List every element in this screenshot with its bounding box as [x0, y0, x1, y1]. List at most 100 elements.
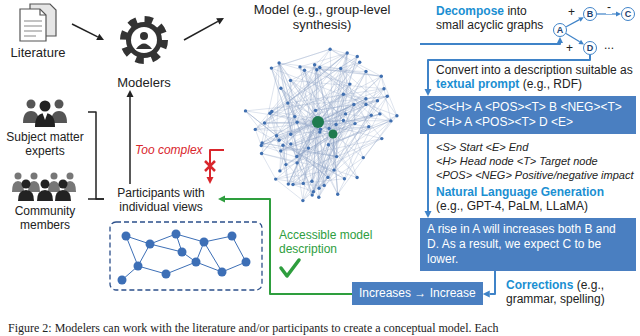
network-dot [335, 155, 338, 158]
network-dot [355, 176, 358, 179]
community-icon-part [51, 173, 58, 180]
network-dot [382, 87, 385, 90]
network-dot [326, 176, 329, 179]
network-dot [287, 182, 290, 185]
network-dot [367, 125, 370, 128]
graph-node: B [583, 7, 597, 21]
community-icon-part [22, 180, 31, 189]
arrowhead [425, 211, 432, 218]
arrowhead [96, 34, 104, 40]
network-dot [328, 48, 331, 51]
graph-node: D [583, 41, 597, 55]
connector-line [566, 20, 579, 27]
step-label-text: (e.g., GPT-4, PaLM, LLaMA) [436, 199, 588, 213]
edge-label: Too complex [134, 143, 204, 157]
network-dot [344, 112, 347, 115]
network-dot [284, 163, 287, 166]
network-dot [279, 87, 282, 90]
network-dot [346, 51, 349, 54]
arrowhead [578, 17, 584, 22]
model-node: Model (e.g., group-level synthesis) [224, 0, 420, 214]
step-label-text: ... [604, 38, 614, 52]
network-dot [342, 119, 345, 122]
step-label: Corrections (e.g., grammar, spelling) [506, 278, 636, 306]
network-dot [376, 99, 379, 102]
experts-icon-part [40, 101, 51, 112]
network-dot [327, 143, 330, 146]
literature-icon [20, 4, 56, 41]
step-label-text: Natural Language Generation [436, 185, 604, 199]
connector [207, 150, 225, 184]
node-label: Literature [11, 46, 66, 60]
experts-icon-part [27, 100, 36, 109]
node-label: <S><H> A <POS><T> B <NEG><T> C <H> A <PO… [427, 100, 629, 130]
modelers-gear-part [136, 44, 152, 50]
community-icon-part [18, 190, 34, 201]
node-label: A rise in A will increases both B and D.… [427, 222, 629, 267]
participant-view-graph-part [218, 268, 227, 277]
network-dot [334, 123, 337, 126]
network-dot [332, 168, 335, 171]
modelers-gear [124, 20, 164, 60]
connector-line [72, 24, 98, 37]
community-icon-part [59, 180, 68, 189]
node-label: Community members [2, 204, 88, 232]
participant-view-graph-part [172, 230, 181, 239]
community-icon-part [31, 173, 38, 180]
step-label-text: Corrections [506, 278, 573, 292]
network-dot [289, 142, 292, 145]
edge-label: + [565, 41, 574, 55]
network-dot [370, 114, 373, 117]
connector-line [129, 97, 131, 184]
connector-line [210, 150, 224, 177]
experts-icon-part [35, 113, 55, 127]
correction-box: Increases → Increase [352, 282, 483, 305]
node-label: B [587, 10, 594, 19]
token-legend-line: <POS> <NEG> Positive/negative impact [436, 168, 638, 182]
connector-line [184, 21, 218, 40]
network-dot [268, 112, 271, 115]
network-dot [277, 139, 280, 142]
network-dot [270, 66, 273, 69]
connector [184, 18, 224, 40]
network-dot [293, 115, 296, 118]
participant-view-graph-part [178, 248, 187, 257]
network-hub [329, 130, 338, 139]
step-label-text: (e.g., RDF) [523, 77, 582, 91]
network-dot [395, 114, 398, 117]
edge-label: Accessible model description [278, 228, 380, 256]
step-label: ... [604, 38, 634, 52]
network-dot [254, 128, 257, 131]
community-icon-part [37, 190, 53, 201]
network-dot [356, 55, 359, 58]
modelers-gear-part [126, 22, 162, 58]
network-dot [312, 190, 315, 193]
network-dot [318, 66, 321, 69]
network-hub [312, 116, 324, 128]
community-node: Community members [2, 168, 88, 232]
network-dot [380, 75, 383, 78]
network-dot [281, 144, 284, 147]
connector-line [420, 43, 560, 44]
network-dot [352, 103, 355, 106]
arrowhead [216, 18, 224, 24]
network-links [246, 49, 397, 200]
network-dot [343, 177, 346, 180]
prompt-box: <S><H> A <POS><T> B <NEG><T> C <H> A <PO… [420, 96, 636, 134]
community-icon-part [41, 180, 50, 189]
participant-view-graph-part [122, 234, 246, 280]
community-icon-part [55, 190, 71, 201]
network-dot [263, 121, 266, 124]
edge-label: - [606, 0, 612, 14]
network-dot [317, 187, 320, 190]
arrowhead [483, 291, 490, 298]
network-dot [275, 134, 278, 137]
community-icon-part [48, 181, 60, 192]
participant-view-graph-part [228, 232, 237, 241]
participant-view-graph-part [200, 238, 209, 247]
literature-node: Literature [4, 2, 72, 60]
network-dot [260, 141, 263, 144]
network-dot [364, 70, 367, 73]
network-dot [327, 127, 330, 130]
